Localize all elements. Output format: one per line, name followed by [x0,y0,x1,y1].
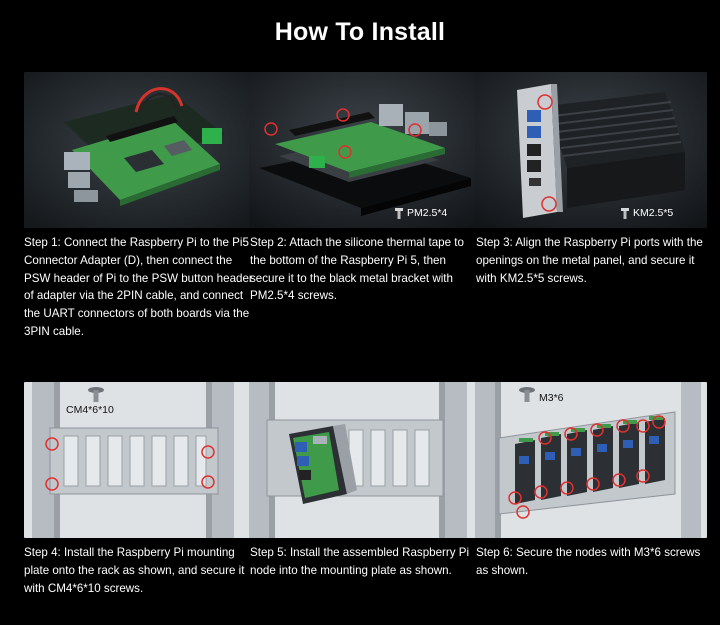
step-3-screw-label: KM2.5*5 [633,207,674,219]
step-3-image: KM2.5*5 [475,72,707,228]
step-5-caption: Step 5: Install the assembled Raspberry … [250,546,470,577]
page-title: How To Install [274,18,446,46]
step-2-screw-label: PM2.5*4 [407,207,448,219]
step-3-caption: Step 3: Align the Raspberry Pi ports wit… [476,236,703,285]
step-6-image: M3*6 [475,382,707,538]
step-6-screw-label: M3*6 [539,392,564,404]
step-4-caption: Step 4: Install the Raspberry Pi mountin… [24,546,245,595]
step-2-image: PM2.5*4 [249,72,481,228]
step-1-caption: Step 1: Connect the Raspberry Pi to the … [24,236,253,338]
step-1-image [24,72,256,228]
step-6-caption: Step 6: Secure the nodes with M3*6 screw… [476,546,701,577]
step-2-caption: Step 2: Attach the silicone thermal tape… [250,236,464,303]
step-4-image: CM4*6*10 [24,382,256,538]
step-5-image [249,382,481,538]
step-4-screw-label: CM4*6*10 [66,404,114,416]
